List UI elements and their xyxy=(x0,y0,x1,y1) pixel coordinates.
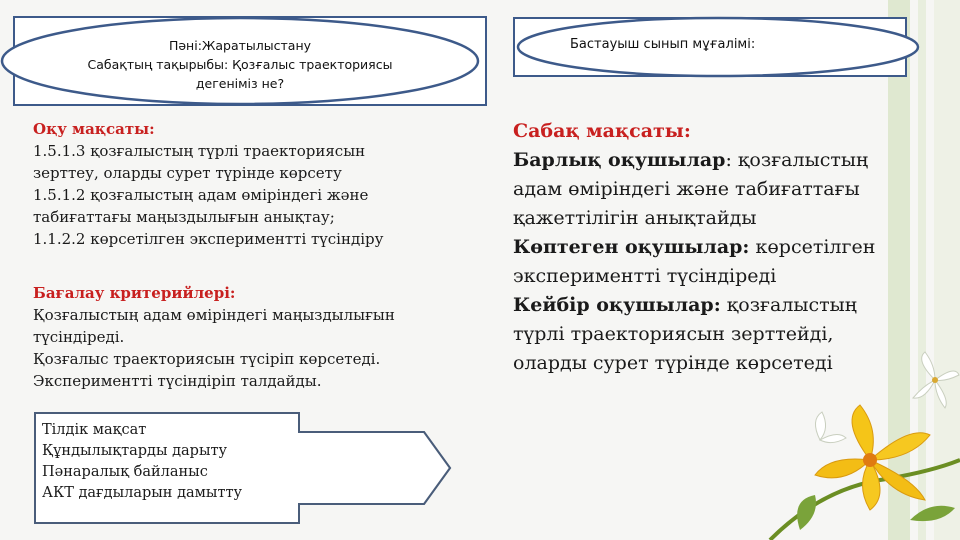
language-goal-line: Құндылықтарды дарыту xyxy=(42,443,228,459)
learning-goal-line: 1.5.1.3 қозғалыстың түрлі траекториясын xyxy=(33,142,366,160)
topic-line-2: дегеніміз не? xyxy=(195,76,285,91)
teacher-label: Бастауыш сынып мұғалімі: xyxy=(570,37,756,52)
topic-line: Сабақтың тақырыбы: Қозғалыс траекториясы xyxy=(87,57,393,72)
criteria-heading: Бағалау критерийлері: xyxy=(33,284,236,302)
learning-goal-line: 1.5.1.2 қозғалыстың адам өміріндегі және xyxy=(33,186,369,204)
criteria-line: Қозғалыстың адам өміріндегі маңыздылығын xyxy=(33,306,395,324)
learning-goals: Оқу мақсаты: 1.5.1.3 қозғалыстың түрлі т… xyxy=(33,118,453,250)
learning-goal-line: зерттеу, оларды сурет түрінде көрсету xyxy=(33,164,342,182)
lily-flower-large xyxy=(768,404,960,540)
language-goal-line: Пәнаралық байланыс xyxy=(42,464,208,480)
background-stripe xyxy=(934,0,960,540)
learning-goals-heading: Оқу мақсаты: xyxy=(33,120,155,138)
teacher-oval-box xyxy=(513,16,920,78)
subject-oval-box xyxy=(0,16,487,106)
goal-all-students: Барлық оқушылар: қозғалыстың адам өмірін… xyxy=(513,146,883,233)
subject-line: Пәні:Жаратылыстану xyxy=(168,38,312,53)
goal-some-students: Кейбір оқушылар: қозғалыстың түрлі траек… xyxy=(513,291,883,378)
goal-many-label: Көптеген оқушылар: xyxy=(513,236,750,258)
learning-goal-line: табиғаттағы маңыздылығын анықтау; xyxy=(33,208,335,226)
goal-all-text: : қозғалыстың адам өміріндегі және табиғ… xyxy=(513,149,869,229)
learning-goal-line: 1.1.2.2 көрсетілген экспериментті түсінд… xyxy=(33,230,384,248)
goal-many-students: Көптеген оқушылар: көрсетілген экспериме… xyxy=(513,233,883,291)
language-goal-line: АКТ дағдыларын дамытту xyxy=(42,485,243,501)
goal-many-text: көрсетілген экспериментті түсіндіреді xyxy=(513,236,876,287)
criteria-line: түсіндіреді. xyxy=(33,328,125,346)
assessment-criteria: Бағалау критерийлері: Қозғалыстың адам ө… xyxy=(33,282,453,392)
goal-all-label: Барлық оқушылар xyxy=(513,149,726,171)
lesson-goals: Сабақ мақсаты: Барлық оқушылар: қозғалыс… xyxy=(513,117,883,378)
lesson-goals-heading: Сабақ мақсаты: xyxy=(513,120,691,142)
lily-flower-small xyxy=(912,351,960,409)
criteria-line: Экспериментті түсіндіріп талдайды. xyxy=(33,372,322,390)
background-stripe xyxy=(888,0,910,540)
subject-box-text: Пәні:Жаратылыстану Сабақтың тақырыбы: Қо… xyxy=(60,36,420,93)
criteria-line: Қозғалыс траекториясын түсіріп көрсетеді… xyxy=(33,350,381,368)
language-goal-line: Тілдік мақсат xyxy=(42,422,147,438)
language-goals: Тілдік мақсат Құндылықтарды дарыту Пәнар… xyxy=(42,420,292,504)
goal-some-label: Кейбір оқушылар: xyxy=(513,294,721,316)
background-stripe xyxy=(918,0,926,540)
arrow-callout xyxy=(34,412,452,524)
goal-some-text: қозғалыстың түрлі траекториясын зерттейд… xyxy=(513,294,857,374)
